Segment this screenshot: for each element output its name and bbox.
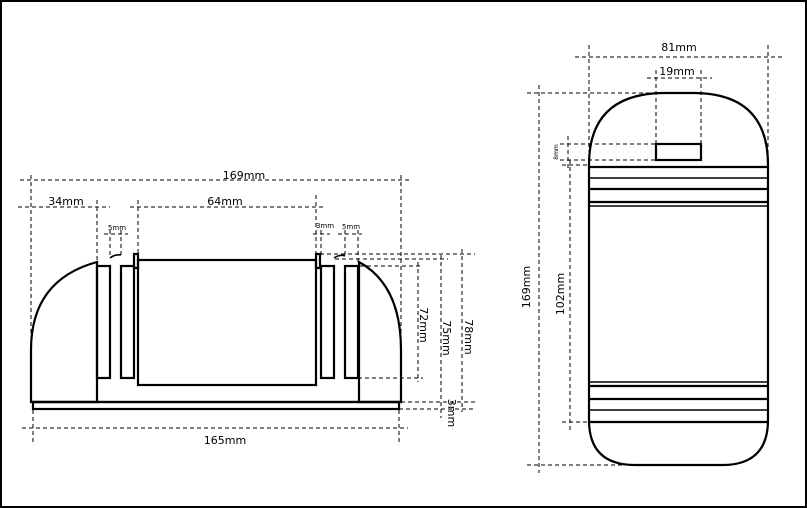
label-72: 72mm [417, 307, 430, 342]
label-169-front: 169mm [223, 169, 265, 182]
front-slot-right-1 [319, 264, 336, 380]
label-81: 81mm [661, 41, 696, 54]
front-slot-left-2 [119, 264, 136, 380]
front-slot-right-cap [333, 254, 346, 259]
label-78: 78mm [462, 319, 475, 354]
front-slot-left-cap [109, 254, 122, 259]
front-slot-right-2 [343, 264, 360, 380]
front-base-plate [31, 400, 401, 411]
side-view: 81mm 19mm 8mm 169mm 102mm [520, 41, 782, 473]
label-5-right: 5mm [342, 223, 360, 231]
front-right-dome [357, 260, 403, 404]
front-left-dome [29, 260, 99, 404]
label-3-right: 3mm [316, 222, 334, 230]
side-top-slot [654, 142, 703, 162]
label-102: 102mm [554, 273, 567, 315]
front-view: 169mm 34mm 64mm 5mm 3mm 5mm 72mm 75mm 78… [18, 169, 475, 447]
label-19: 19mm [659, 65, 694, 78]
front-slot-right-tab [314, 252, 322, 270]
label-165: 165mm [204, 434, 246, 447]
front-center-block [136, 258, 318, 387]
label-75: 75mm [440, 320, 453, 355]
label-3-base: 3mm [445, 399, 458, 427]
label-64: 64mm [207, 195, 242, 208]
label-34: 34mm [48, 195, 83, 208]
label-8: 8mm [553, 144, 560, 160]
label-5-left: 5mm [108, 224, 126, 232]
label-169-side: 169mm [520, 266, 533, 308]
front-slot-left-1 [95, 264, 112, 380]
